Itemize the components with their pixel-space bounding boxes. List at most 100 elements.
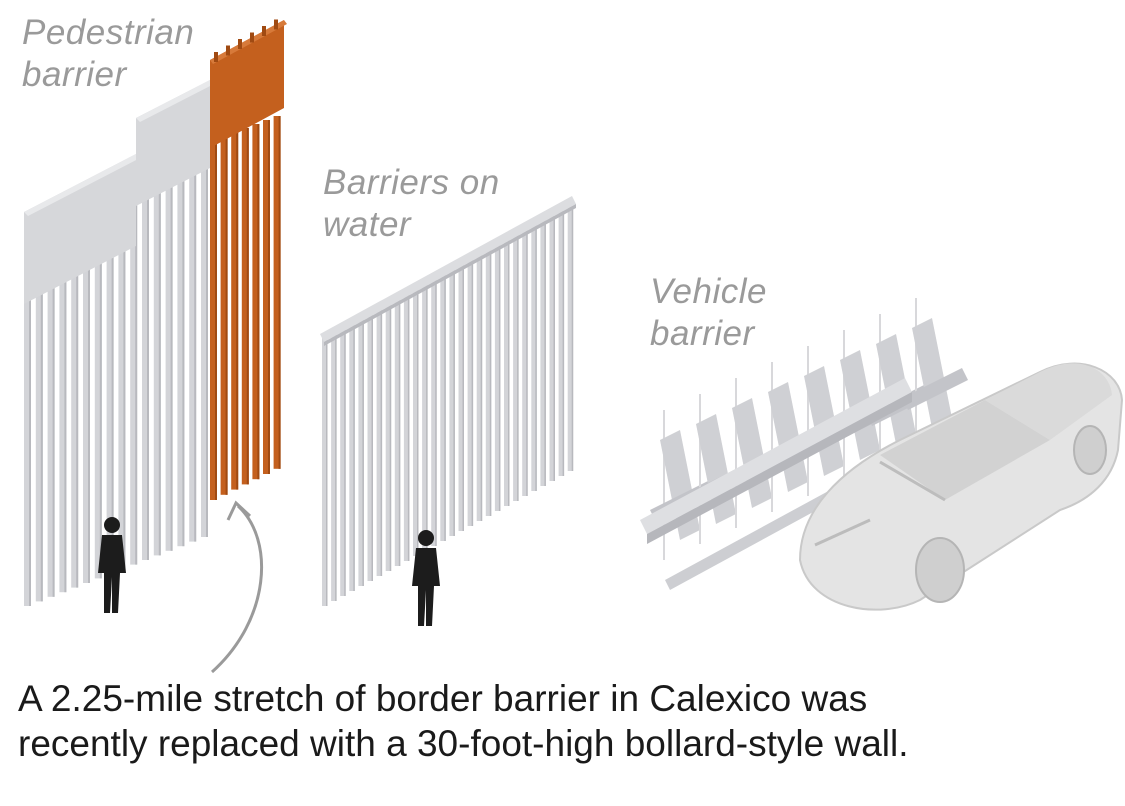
car-windshield <box>880 400 1050 500</box>
curved-arrow-icon <box>210 504 264 674</box>
orange-bollard <box>231 132 239 490</box>
water-post <box>340 326 346 596</box>
water-post <box>504 240 510 506</box>
water-post <box>376 307 383 576</box>
water-post <box>367 312 373 581</box>
person-body <box>412 548 440 626</box>
person-head <box>418 530 434 546</box>
orange-bollard <box>241 128 249 485</box>
water-post <box>358 316 364 586</box>
orange-panel-rib <box>274 19 278 30</box>
water-post-shade <box>480 254 483 521</box>
bollard-post-shade <box>111 171 114 574</box>
bollard-post <box>165 140 173 551</box>
orange-bollard-shade <box>257 124 260 480</box>
water-post-shade <box>526 230 528 496</box>
orange-bollard-shade <box>268 120 270 474</box>
water-post-shade <box>471 259 474 526</box>
bollard-post <box>106 171 114 574</box>
water-post-shade <box>444 273 446 541</box>
water-top-rail-shade <box>324 204 576 346</box>
bollard-post-shade <box>147 153 149 560</box>
panel-lower-top <box>24 154 140 216</box>
bollard-post <box>71 190 79 588</box>
water-post-shade <box>498 244 501 512</box>
vehicle-top-rail-shade <box>647 392 912 544</box>
person-silhouette-icon <box>412 530 440 626</box>
bollard-post <box>153 146 161 556</box>
bollard-post-shade <box>99 177 102 579</box>
water-post <box>322 336 328 606</box>
bollard-post-shade <box>29 215 31 606</box>
water-post-shade <box>553 216 555 481</box>
arrow-head-icon <box>226 500 252 521</box>
water-post-shade <box>417 288 419 556</box>
pedestrian-barrier-label: Pedestrian barrier <box>22 13 195 94</box>
water-post-shade <box>371 312 373 581</box>
water-post <box>449 268 455 536</box>
car-icon <box>798 362 1124 611</box>
water-post <box>331 331 337 601</box>
bollard-post <box>35 208 43 602</box>
orange-bollard-shade <box>225 136 228 495</box>
bollard-post-shade <box>158 146 161 556</box>
water-post <box>558 211 565 476</box>
x-frame-brace <box>902 368 968 410</box>
pedestrian-barrier-posts <box>24 122 208 606</box>
water-post <box>385 302 392 571</box>
bollard-post <box>94 177 102 579</box>
x-frame <box>912 318 952 428</box>
water-post <box>540 220 546 487</box>
orange-panel-rib <box>214 52 218 62</box>
panel-upper <box>136 80 210 206</box>
water-barrier <box>320 196 576 606</box>
water-post <box>467 259 474 526</box>
water-post <box>549 216 555 481</box>
water-post <box>413 288 419 556</box>
car-roof <box>985 363 1112 440</box>
x-frame <box>804 366 844 476</box>
water-post-shade <box>453 268 455 536</box>
water-post-shade <box>353 321 355 591</box>
water-post-shade <box>489 249 492 516</box>
bollard-post <box>201 122 208 537</box>
water-post <box>494 244 501 512</box>
water-post <box>440 273 446 541</box>
panel-upper-top <box>136 80 214 122</box>
bollard-post-shade <box>52 202 55 597</box>
orange-bollard <box>263 120 270 474</box>
vehicle-barrier-label: Vehicle barrier <box>650 272 767 353</box>
water-post <box>522 230 528 496</box>
water-post <box>403 292 410 561</box>
water-post-shade <box>462 264 464 531</box>
water-post-shade <box>335 331 337 601</box>
bollard-post-shade <box>206 122 208 537</box>
panel-lower <box>24 154 136 304</box>
water-barrier-label: Barriers on water <box>323 163 500 244</box>
bollard-post <box>177 134 185 547</box>
orange-panel-rib <box>262 26 266 36</box>
water-post <box>513 235 519 501</box>
water-post-shade <box>326 336 328 606</box>
water-post-shade <box>344 326 346 596</box>
water-post-shade <box>535 225 537 491</box>
water-post <box>349 321 355 591</box>
person-body <box>98 535 126 613</box>
orange-panel-rib <box>226 45 230 56</box>
orange-bollard-shade <box>246 128 249 485</box>
bollard-post <box>47 202 55 597</box>
water-post <box>567 206 574 471</box>
water-post <box>431 278 437 546</box>
water-post-shade <box>508 240 510 506</box>
bollard-post-shade <box>64 196 67 593</box>
water-post-shade <box>517 235 519 501</box>
orange-bollard <box>252 124 260 480</box>
water-post <box>531 225 537 491</box>
bollard-post-shade <box>76 190 79 588</box>
orange-bollard <box>273 116 281 469</box>
water-top-rail <box>320 196 576 342</box>
bollard-post-shade <box>40 208 43 602</box>
vehicle-top-rail <box>640 378 912 534</box>
